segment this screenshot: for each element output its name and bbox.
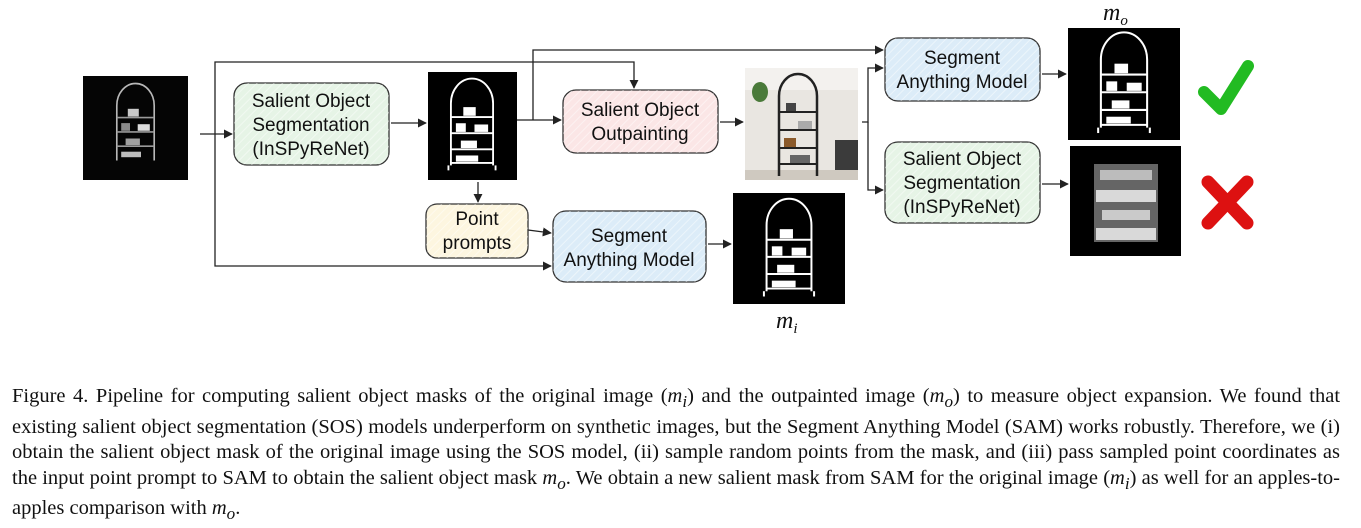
caption-math-2-sub: o (944, 392, 953, 412)
node-sam-1-line-2: Anything Model (564, 250, 695, 271)
node-sos-2-line-3: (InSPyReNet) (903, 197, 1020, 218)
outpainted-image (745, 68, 858, 180)
node-sos-2-line-2: Segmentation (903, 173, 1020, 194)
mi-mask-image (733, 193, 845, 304)
node-outpaint-line-2: Outpainting (591, 124, 688, 145)
node-outpaint: Salient Object Outpainting (562, 89, 719, 154)
label-mo: mo (1103, 0, 1128, 29)
node-sos-1: Salient Object Segmentation (InSPyReNet) (233, 82, 390, 166)
node-sos-2-line-1: Salient Object (903, 149, 1022, 170)
node-point-prompts: Point prompts (425, 203, 529, 259)
label-mi: mi (776, 308, 798, 337)
caption-math-4: m (1110, 466, 1125, 489)
node-sam-2: Segment Anything Model (884, 37, 1041, 102)
connectors (200, 45, 1069, 271)
mo-mask-image (1068, 28, 1180, 140)
caption-part-6: . (235, 497, 241, 520)
check-icon (1198, 60, 1254, 115)
node-sam-1: Segment Anything Model (552, 210, 707, 283)
caption-part-2: ) and the outpainted image ( (687, 385, 930, 407)
caption-math-3-sub: o (557, 473, 566, 493)
node-point-line-2: prompts (443, 233, 512, 254)
caption-part-1: Figure 4. Pipeline for computing salient… (12, 385, 668, 407)
node-sam-2-line-1: Segment (924, 48, 1001, 69)
node-sos-1-line-3: (InSPyReNet) (252, 139, 369, 160)
cross-icon (1201, 175, 1254, 230)
pipeline-diagram: Salient Object Segmentation (InSPyReNet)… (83, 0, 1254, 337)
caption-part-3: ) to measure object expansion. We found … (12, 385, 1341, 489)
original-image (83, 76, 188, 180)
node-sos-1-line-2: Segmentation (252, 115, 369, 136)
sos-failed-mask-image (1070, 146, 1181, 256)
node-sos-2: Salient Object Segmentation (InSPyReNet) (884, 141, 1041, 224)
caption-math-5-sub: o (226, 504, 236, 524)
caption-math-1-sub: i (682, 392, 688, 412)
node-point-line-1: Point (455, 209, 499, 230)
node-sos-1-line-1: Salient Object (252, 91, 371, 112)
figure-caption: Figure 4. Pipeline for computing salient… (12, 384, 1340, 527)
caption-part-4: . We obtain a new salient mask from SAM … (565, 466, 1111, 489)
node-sam-1-line-1: Segment (591, 226, 668, 247)
sos-mask-image (428, 72, 517, 180)
caption-math-4-sub: i (1124, 473, 1130, 493)
node-sam-2-line-2: Anything Model (897, 72, 1028, 93)
caption-math-5: m (211, 497, 227, 520)
node-outpaint-line-1: Salient Object (581, 100, 700, 121)
caption-math-1: m (667, 385, 683, 407)
caption-math-2: m (929, 385, 945, 407)
caption-math-3: m (542, 466, 558, 489)
caption-part-5: ) as well for an apples-to-apples compar… (12, 466, 1341, 520)
